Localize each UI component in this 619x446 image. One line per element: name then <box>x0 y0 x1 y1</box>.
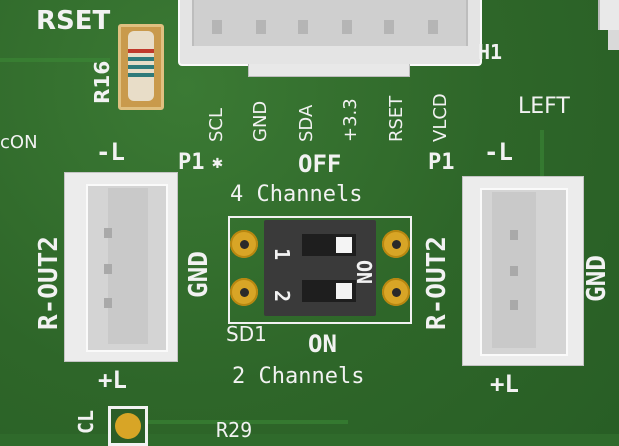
pin-label-scl: SCL <box>206 107 227 142</box>
minus-l-right-label: -L <box>484 138 513 166</box>
pin-label-3v3: +3.3 <box>340 98 361 142</box>
dip-switch-body <box>264 220 376 316</box>
four-channels-label: 4 Channels <box>230 182 363 207</box>
gnd-left-label: GND <box>184 251 214 298</box>
dip-outline <box>228 216 412 324</box>
header-connector-h1 <box>178 0 482 80</box>
rset-top-label: RSET <box>36 6 111 36</box>
off-label: OFF <box>298 150 342 178</box>
dip-pad <box>230 230 258 258</box>
dip-switch-slot-2[interactable] <box>302 280 356 302</box>
h1-label: H1 <box>478 40 503 64</box>
dip-switch-knob-1[interactable] <box>336 237 352 253</box>
pin-label-vlcd: VLCD <box>430 93 451 142</box>
plus-l-right-label: +L <box>490 370 519 398</box>
dip-pad <box>382 278 410 306</box>
minus-l-left-label: -L <box>96 138 125 166</box>
component-edge <box>608 30 619 50</box>
trace <box>148 420 348 424</box>
p1-left-label: P1 <box>178 150 205 175</box>
on-below-label: ON <box>308 330 337 358</box>
dip-number-1: 1 <box>270 247 295 261</box>
p1-marker-icon: ✱ <box>212 152 223 173</box>
plus-l-left-label: +L <box>98 366 127 394</box>
r16-label: R16 <box>90 60 114 104</box>
square-pad <box>108 406 148 446</box>
resistor-r16 <box>118 24 164 110</box>
left-label: LEFT <box>518 94 570 119</box>
dip-pad <box>230 278 258 306</box>
dip-switch-slot-1[interactable] <box>302 234 356 256</box>
r29-label: R29 <box>216 418 253 442</box>
con-label: cON <box>0 132 38 153</box>
dip-number-2: 2 <box>270 289 295 303</box>
right-connector <box>462 176 584 366</box>
rout2-left-label: R-OUT2 <box>34 236 64 330</box>
rout2-right-label: R-OUT2 <box>422 236 452 330</box>
pin-label-gnd: GND <box>250 100 271 142</box>
pin-label-rset: RSET <box>386 95 407 142</box>
pin-label-sda: SDA <box>296 104 317 142</box>
cl-label: CL <box>74 409 98 434</box>
p1-right-label: P1 <box>428 150 455 175</box>
trace <box>0 58 110 62</box>
two-channels-label: 2 Channels <box>232 364 365 389</box>
trace <box>540 130 544 190</box>
dip-pad <box>382 230 410 258</box>
dip-on-rotated-label: ON <box>352 259 377 285</box>
dip-switch-knob-2[interactable] <box>336 283 352 299</box>
sd1-label: SD1 <box>226 322 267 346</box>
component-edge <box>598 0 619 30</box>
gnd-right-label: GND <box>582 255 612 302</box>
left-connector <box>64 172 178 362</box>
